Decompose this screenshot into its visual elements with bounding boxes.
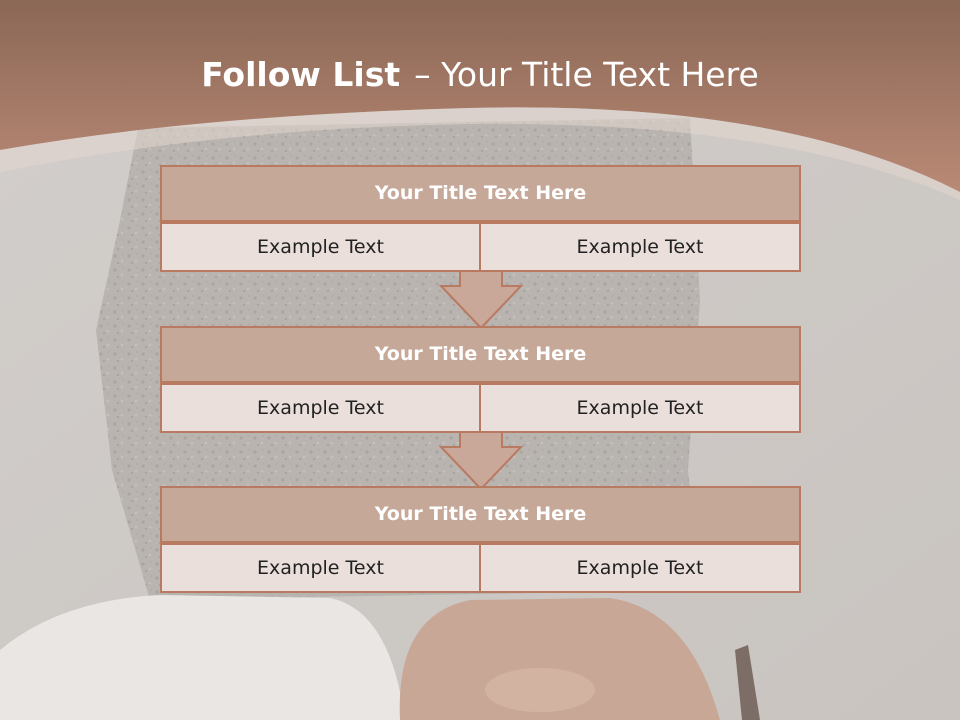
block-cell-right: Example Text bbox=[479, 383, 801, 433]
slide-title: Follow List – Your Title Text Here bbox=[0, 52, 960, 98]
down-arrow-icon bbox=[438, 270, 524, 330]
down-arrow-icon bbox=[438, 431, 524, 491]
block-cell-right: Example Text bbox=[479, 222, 801, 272]
block-cell-left: Example Text bbox=[160, 222, 481, 272]
title-bold: Follow List bbox=[201, 55, 401, 94]
block-cell-right: Example Text bbox=[479, 543, 801, 593]
block-heading: Your Title Text Here bbox=[160, 486, 801, 543]
block-cell-left: Example Text bbox=[160, 543, 481, 593]
block-heading: Your Title Text Here bbox=[160, 165, 801, 222]
block-cell-left: Example Text bbox=[160, 383, 481, 433]
block-heading: Your Title Text Here bbox=[160, 326, 801, 383]
title-rest: – Your Title Text Here bbox=[414, 55, 759, 94]
